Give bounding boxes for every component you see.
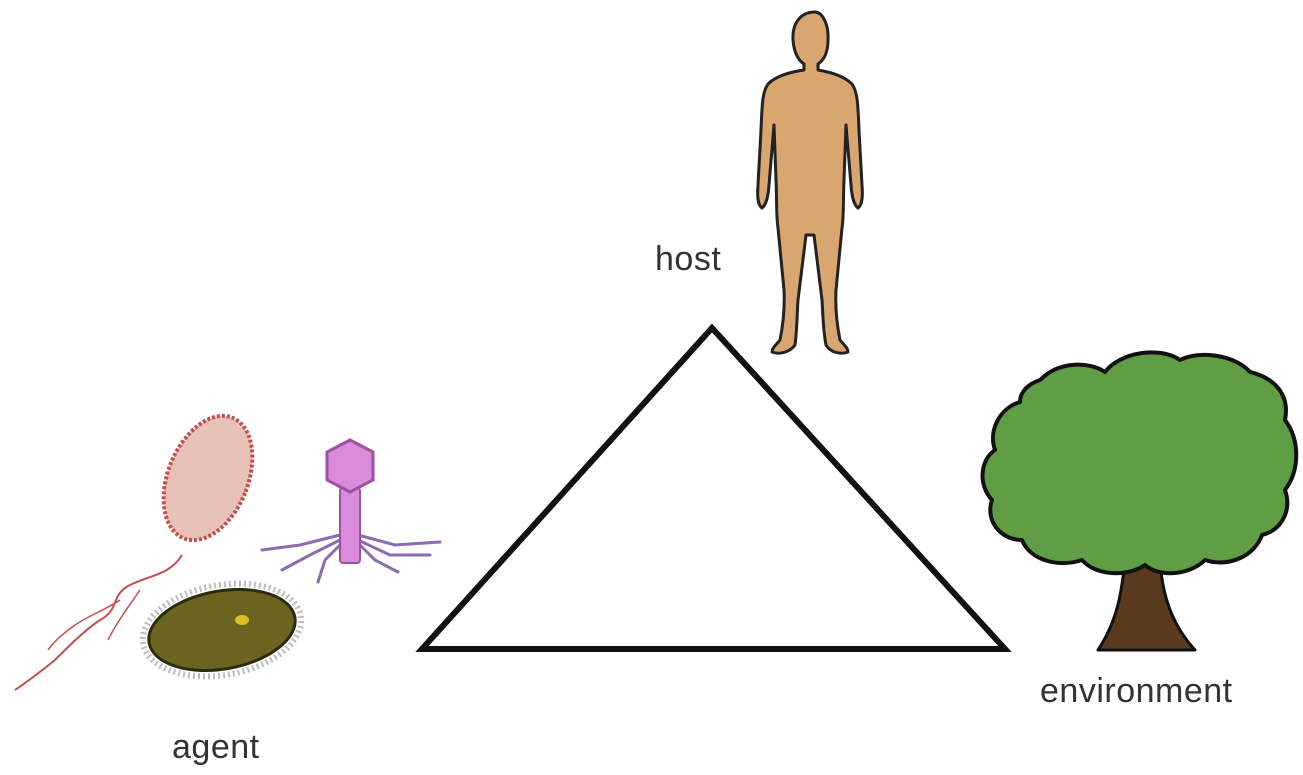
agent-label: agent (172, 728, 260, 767)
bacterium-body (147, 403, 270, 554)
protozoan-nucleus (235, 615, 249, 625)
bacteriophage-tail (340, 488, 360, 563)
bacteriophage-head (327, 440, 373, 492)
environment-label: environment (1040, 672, 1233, 711)
bacterium-flagellum-branch-2 (108, 590, 140, 640)
bacteriophage-icon (262, 440, 440, 582)
host-label: host (655, 240, 721, 279)
epidemiologic-triangle (422, 328, 1005, 649)
tree-foliage (983, 352, 1297, 573)
tree-icon (983, 352, 1297, 650)
human-silhouette-icon (758, 12, 863, 353)
protozoan-icon (135, 572, 308, 688)
bacterium-flagellum-branch (48, 600, 120, 650)
